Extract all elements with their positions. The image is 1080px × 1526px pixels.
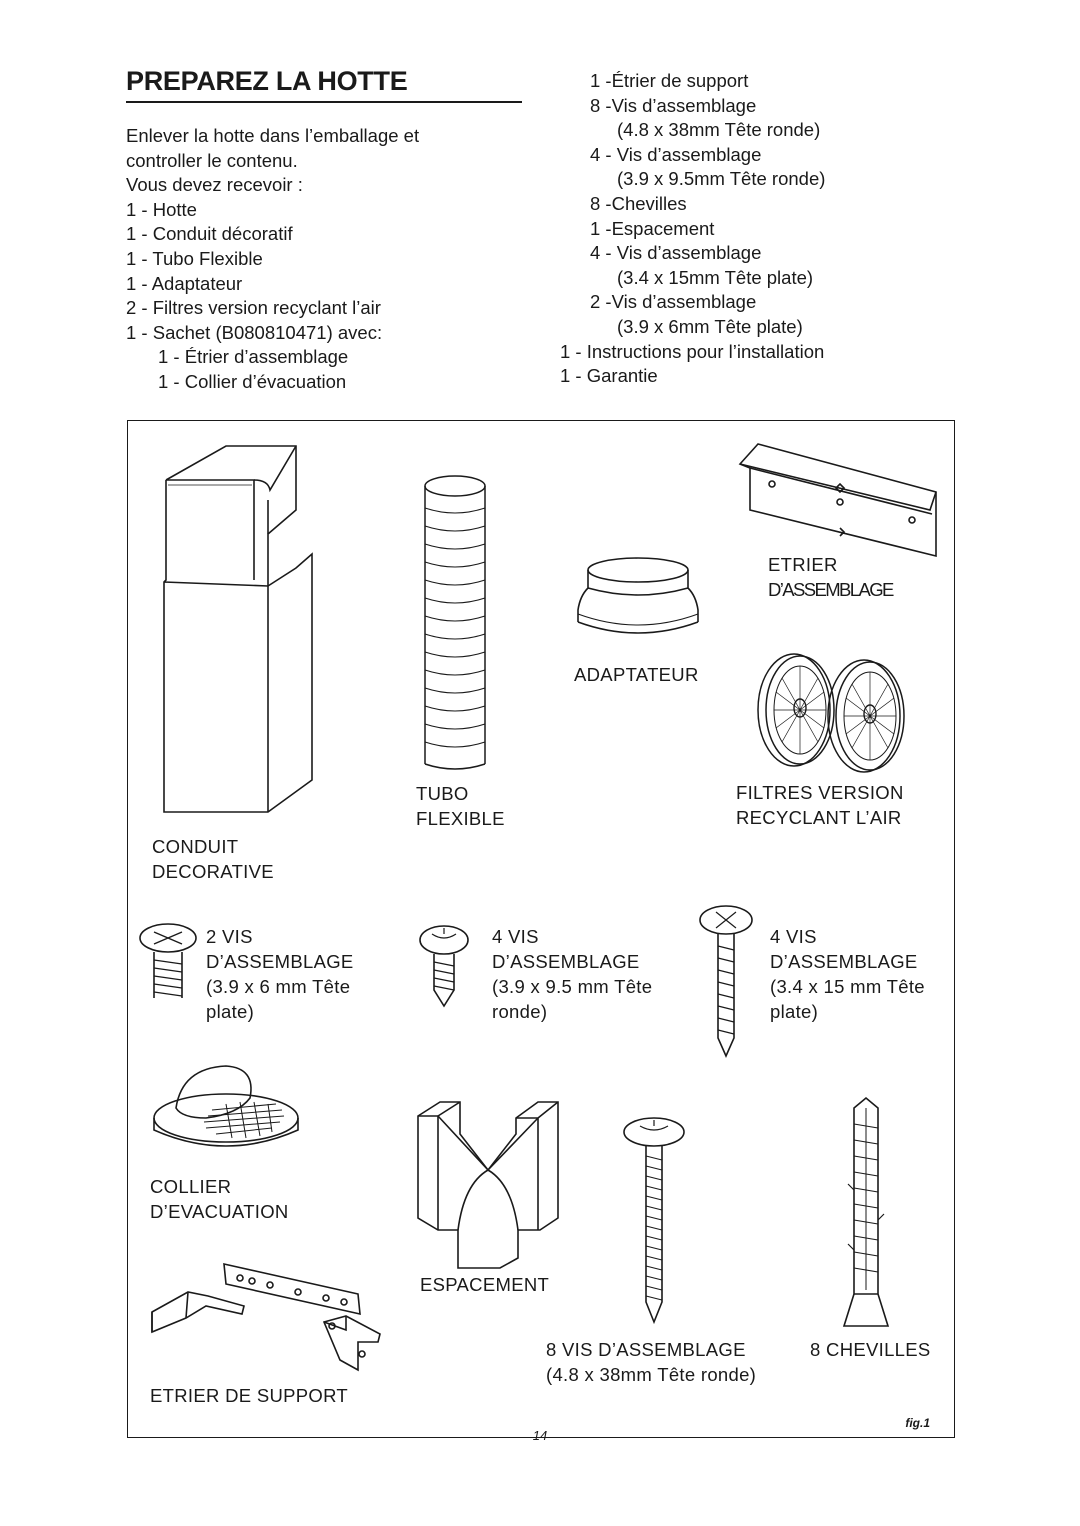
- label-line: D’ASSEMBLAGE: [206, 951, 354, 972]
- label-line: ADAPTATEUR: [574, 664, 699, 685]
- label-line: 8 CHEVILLES: [810, 1339, 931, 1360]
- label-line: DECORATIVE: [152, 861, 274, 882]
- tubo-label: TUBO FLEXIBLE: [416, 781, 505, 831]
- label-line: ETRIER DE SUPPORT: [150, 1385, 349, 1406]
- contents-list-item: 1 - Instructions pour l’installation: [560, 340, 825, 362]
- contents-list-item: 2 -Vis d’assemblage: [590, 291, 757, 313]
- flat-head-screw-illustration: [139, 923, 197, 998]
- contents-list-detail: (3.9 x 6mm Tête plate): [617, 315, 803, 337]
- label-line: 4 VIS: [770, 926, 817, 947]
- exhaust-collar-illustration: [153, 1065, 299, 1147]
- label-line: D’ASSEMBLAGE: [768, 579, 894, 600]
- filtres-label: FILTRES VERSION RECYCLANT L’AIR: [736, 780, 904, 830]
- screw-flat-label: 2 VIS D’ASSEMBLAGE (3.9 x 6 mm Tête plat…: [206, 924, 354, 1024]
- mounting-bracket-illustration: [738, 443, 937, 558]
- label-line: RECYCLANT L’AIR: [736, 807, 902, 828]
- flexible-tube-illustration: [424, 475, 486, 770]
- screw-round-small-label: 4 VIS D’ASSEMBLAGE (3.9 x 9.5 mm Tête ro…: [492, 924, 652, 1024]
- label-line: (3.4 x 15 mm Tête: [770, 976, 925, 997]
- contents-list-item: 1 - Tubo Flexible: [126, 247, 263, 269]
- contents-list-item: 2 - Filtres version recyclant l’air: [126, 297, 381, 319]
- screw-long-label: 8 VIS D’ASSEMBLAGE (4.8 x 38mm Tête rond…: [546, 1337, 756, 1387]
- contents-list-item: 1 -Espacement: [590, 217, 715, 239]
- label-line: (3.9 x 9.5 mm Tête: [492, 976, 653, 997]
- intro-line: Enlever la hotte dans l’emballage et: [126, 125, 420, 146]
- decorative-duct-illustration: [163, 445, 313, 813]
- figure-number: fig.1: [905, 1416, 930, 1430]
- etrier-assemblage-label: ETRIER D’ASSEMBLAGE: [768, 552, 894, 602]
- intro-line: controller le contenu.: [126, 149, 298, 171]
- label-line: ESPACEMENT: [420, 1274, 550, 1295]
- contents-list-item: 8 -Chevilles: [590, 192, 687, 214]
- contents-list-detail: (3.9 x 9.5mm Tête ronde): [617, 168, 826, 190]
- wall-anchor-illustration: [842, 1096, 890, 1327]
- intro-block: Enlever la hotte dans l’emballage et con…: [126, 124, 546, 395]
- label-line: 2 VIS: [206, 926, 253, 947]
- long-round-head-screw-illustration: [623, 1117, 685, 1325]
- contents-list-item: 1 - Hotte: [126, 198, 197, 220]
- label-line: D’EVACUATION: [150, 1201, 289, 1222]
- intro-line: Vous devez recevoir :: [126, 174, 303, 196]
- page-title: PREPAREZ LA HOTTE: [126, 66, 522, 103]
- label-line: COLLIER: [150, 1176, 232, 1197]
- recirculation-filters-illustration: [757, 653, 905, 773]
- support-bracket-illustration: [151, 1262, 381, 1372]
- contents-list-item: 4 - Vis d’assemblage: [590, 143, 762, 165]
- screw-flat-long-label: 4 VIS D’ASSEMBLAGE (3.4 x 15 mm Tête pla…: [770, 924, 925, 1024]
- page-number: 14: [532, 1428, 548, 1443]
- label-line: plate): [206, 1001, 255, 1022]
- label-line: 8 VIS D’ASSEMBLAGE: [546, 1339, 746, 1360]
- spacer-illustration: [417, 1101, 559, 1269]
- contents-list-detail: (4.8 x 38mm Tête ronde): [617, 119, 821, 141]
- label-line: plate): [770, 1001, 819, 1022]
- contents-list-continued: 1 -Étrier de support 8 -Vis d’assemblage…: [560, 69, 890, 389]
- conduit-label: CONDUIT DECORATIVE: [152, 834, 274, 884]
- label-line: ETRIER: [768, 554, 838, 575]
- label-line: TUBO: [416, 783, 469, 804]
- label-line: (3.9 x 6 mm Tête: [206, 976, 351, 997]
- contents-list-item: 1 - Garantie: [560, 365, 658, 387]
- support-label: ETRIER DE SUPPORT: [150, 1383, 348, 1408]
- contents-list-detail: (3.4 x 15mm Tête plate): [617, 266, 814, 288]
- label-line: (4.8 x 38mm Tête ronde): [546, 1364, 757, 1385]
- sachet-list-item: 1 - Étrier d’assemblage: [158, 346, 349, 368]
- contents-list-item: 1 - Conduit décoratif: [126, 223, 293, 245]
- label-line: ronde): [492, 1001, 548, 1022]
- label-line: 4 VIS: [492, 926, 539, 947]
- flat-head-screw-long-illustration: [699, 905, 753, 1058]
- label-line: D’ASSEMBLAGE: [492, 951, 640, 972]
- espacement-label: ESPACEMENT: [420, 1272, 549, 1297]
- collier-label: COLLIER D’EVACUATION: [150, 1174, 289, 1224]
- adaptateur-label: ADAPTATEUR: [574, 662, 699, 687]
- adapter-illustration: [577, 557, 699, 634]
- contents-list-item: 1 - Adaptateur: [126, 272, 243, 294]
- label-line: FLEXIBLE: [416, 808, 505, 829]
- contents-list-item: 1 -Étrier de support: [590, 70, 749, 91]
- contents-list-item: 4 - Vis d’assemblage: [590, 242, 762, 264]
- label-line: D’ASSEMBLAGE: [770, 951, 918, 972]
- contents-list-item: 8 -Vis d’assemblage: [590, 94, 757, 116]
- label-line: CONDUIT: [152, 836, 239, 857]
- chevilles-label: 8 CHEVILLES: [810, 1337, 931, 1362]
- sachet-list-item: 1 - Collier d’évacuation: [158, 370, 347, 392]
- round-head-screw-small-illustration: [419, 925, 469, 1008]
- contents-list-item: 1 - Sachet (B080810471) avec:: [126, 321, 383, 343]
- parts-figure: [127, 420, 955, 1438]
- label-line: FILTRES VERSION: [736, 782, 904, 803]
